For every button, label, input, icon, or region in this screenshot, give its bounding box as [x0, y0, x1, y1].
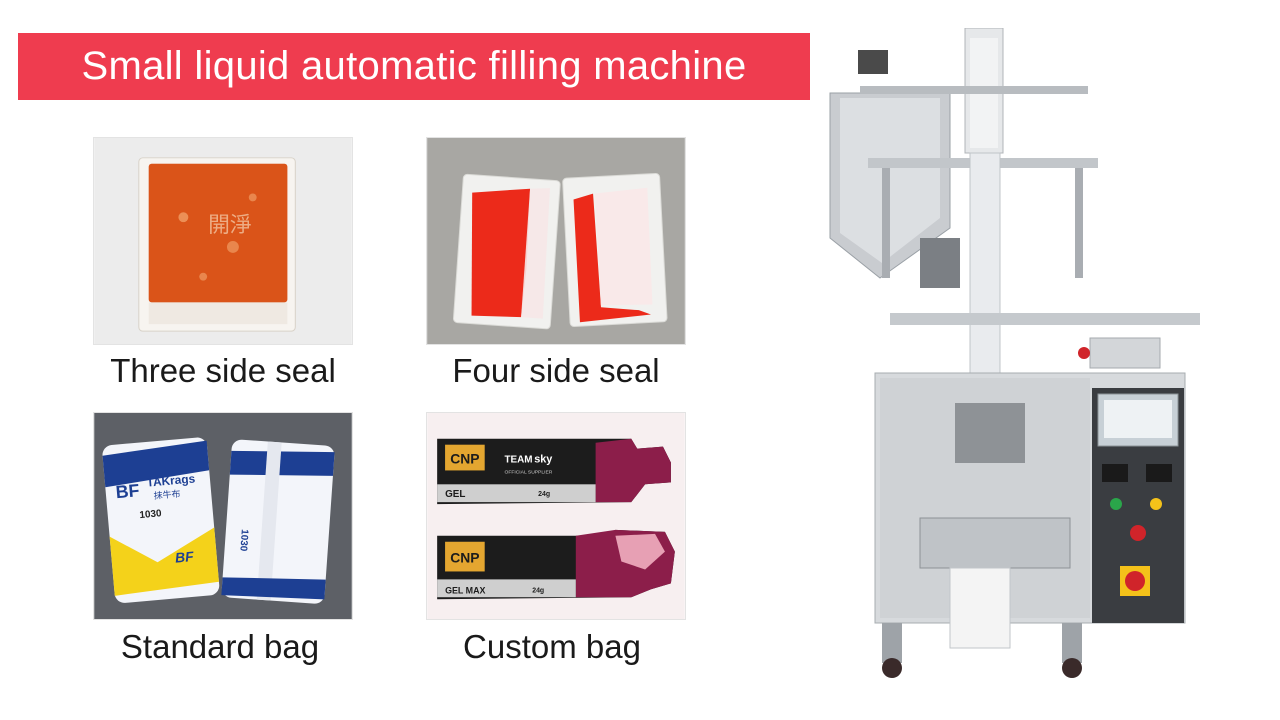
custom-sky-label: sky	[534, 454, 552, 466]
custom-team-label: TEAM	[505, 455, 533, 466]
custom-weight-bottom: 24g	[532, 587, 544, 594]
custom-supplier-label: OFFICIAL SUPPLIER	[505, 469, 553, 475]
bag-logo-bottom: BF	[174, 548, 194, 566]
bag-logo-label: BF	[115, 480, 141, 502]
standard-bag-caption: Standard bag	[120, 628, 320, 665]
custom-bag-caption: Custom bag	[463, 628, 641, 665]
three-side-seal-caption: Three side seal	[110, 352, 336, 389]
bag-brand-label: TAKrags	[146, 471, 196, 489]
custom-bag-image: CNP TEAM sky OFFICIAL SUPPLIER GEL 24g C…	[426, 412, 686, 620]
four-side-seal-caption: Four side seal	[452, 352, 660, 389]
filling-machine-image	[820, 28, 1220, 692]
custom-gel-label: GEL	[445, 489, 465, 500]
custom-logo-top: CNP	[450, 451, 479, 467]
bag-side-number: 1030	[237, 529, 250, 552]
standard-bag-image: TAKrags 抹牛布 1030 BF BF 1030	[93, 412, 353, 620]
bag-sub-label: 抹牛布	[153, 488, 181, 502]
custom-gelmax-label: GEL MAX	[445, 585, 485, 595]
page-title: Small liquid automatic filling machine	[81, 44, 747, 88]
svg-text:開淨: 開淨	[208, 213, 252, 238]
four-side-seal-image	[426, 137, 686, 345]
title-banner: Small liquid automatic filling machine	[18, 33, 810, 100]
custom-logo-bottom: CNP	[450, 550, 479, 566]
bag-number-label: 1030	[139, 508, 162, 521]
three-side-seal-image: 開淨	[93, 137, 353, 345]
custom-weight-top: 24g	[538, 491, 550, 498]
